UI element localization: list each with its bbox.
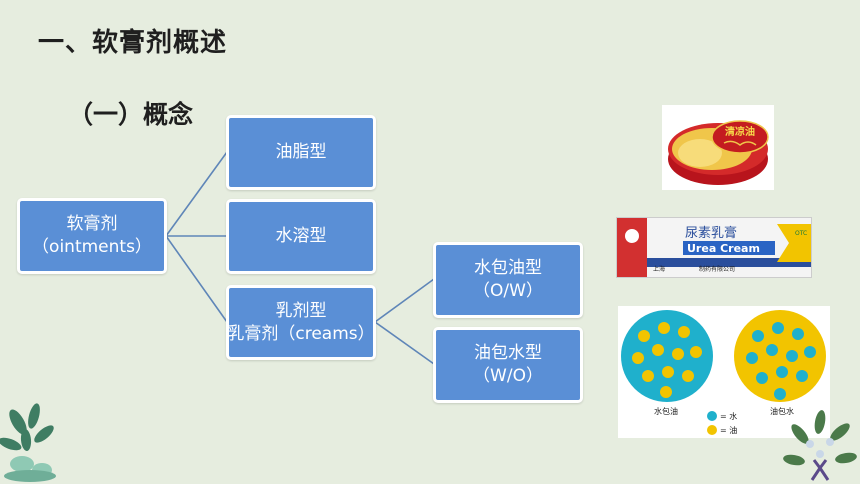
node-w-o: 油包水型 （W/O） xyxy=(433,327,583,403)
node-emulsion-sub: 乳膏剂（creams） xyxy=(227,323,375,344)
node-o-w-code: （O/W） xyxy=(473,281,543,301)
node-water-soluble: 水溶型 xyxy=(226,199,376,274)
tube-maker: 上海 xyxy=(653,265,665,273)
node-ointments-cn: 软膏剂 xyxy=(66,214,118,235)
tube-otc-tag: OTC xyxy=(795,230,807,237)
wreath-decoration-right xyxy=(783,410,857,481)
balm-tin-image: 清凉油 xyxy=(662,105,774,190)
node-ointments: 软膏剂 （ointments） xyxy=(17,198,167,274)
node-w-o-label: 油包水型 xyxy=(474,343,542,364)
node-o-w-label: 水包油型 xyxy=(474,258,542,279)
tube-maker-suffix: 制药有限公司 xyxy=(699,265,735,273)
tube-cn-text: 尿素乳膏 xyxy=(685,225,737,241)
node-emulsion-label: 乳剂型 xyxy=(275,300,327,321)
node-water-soluble-label: 水溶型 xyxy=(275,226,327,247)
tin-brand-text: 清凉油 xyxy=(725,125,755,138)
node-o-w: 水包油型 （O/W） xyxy=(433,242,583,318)
connector-emulsion-ow xyxy=(374,278,435,323)
node-w-o-code: （W/O） xyxy=(473,366,543,386)
plant-decoration-left xyxy=(0,403,56,482)
label-o-w: 水包油 xyxy=(654,406,678,416)
connector-root-oil xyxy=(165,151,228,237)
tube-en-text: Urea Cream xyxy=(687,242,760,255)
section-heading: （一）概念 xyxy=(68,100,194,129)
node-oleaginous-label: 油脂型 xyxy=(275,142,327,163)
node-ointments-en: （ointments） xyxy=(32,237,152,257)
urea-cream-image: 尿素乳膏 Urea Cream 上海 制药有限公司 OTC xyxy=(616,217,812,278)
node-oleaginous: 油脂型 xyxy=(226,115,376,190)
emulsion-figure: 水包油 油包水 = 水 = 油 xyxy=(618,306,830,438)
connector-emulsion-wo xyxy=(374,321,435,365)
label-w-o: 油包水 xyxy=(770,406,794,416)
legend-water: = 水 xyxy=(720,411,737,421)
legend-oil: = 油 xyxy=(720,425,737,435)
page-title: 一、软膏剂概述 xyxy=(38,28,228,58)
connector-root-emulsion xyxy=(165,235,228,323)
node-emulsion: 乳剂型 乳膏剂（creams） xyxy=(226,285,376,360)
